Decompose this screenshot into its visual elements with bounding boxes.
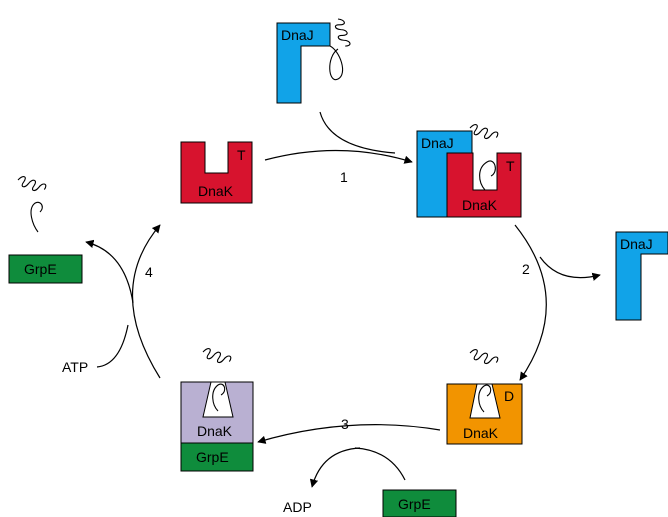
- arrow-adp-release: [309, 447, 361, 488]
- atp-label: ATP: [62, 359, 88, 375]
- dnak-adp-state: D DnaK: [446, 347, 523, 445]
- released-substrate-grpe: GrpE: [8, 174, 83, 284]
- grpe-shape-complex: [180, 442, 254, 472]
- adp-state-label: D: [504, 388, 514, 404]
- dnak-shape-atp: [180, 141, 253, 204]
- dnaj-shape-released: [615, 231, 668, 321]
- atp-state-label: T: [237, 147, 246, 163]
- grpe-shape-released: [8, 254, 83, 284]
- dnaj-released: DnaJ: [615, 231, 668, 321]
- adp-label: ADP: [283, 499, 312, 515]
- substrate-peptide-released: [15, 174, 48, 233]
- grpe-label-complex: GrpE: [196, 449, 229, 465]
- step-label-1: 1: [340, 169, 348, 185]
- arrow-step-1: [264, 149, 413, 164]
- arrow-step-4: [131, 224, 161, 379]
- dnak-label-atp: DnaK: [198, 183, 234, 199]
- dnak-label-grpe-complex: DnaK: [197, 423, 233, 439]
- reaction-arrows: [85, 111, 601, 488]
- dnak-grpe-complex: DnaK GrpE: [180, 346, 254, 472]
- arrow-atp-entry: [96, 324, 129, 368]
- substrate-pocket-adp: [469, 383, 501, 419]
- dnaj-dnak-complex: DnaJ T DnaK: [416, 122, 522, 218]
- dnaj-with-substrate: DnaJ: [276, 17, 351, 104]
- substrate-peptide-adp: [467, 347, 500, 413]
- arrow-dnaj-binding: [319, 111, 396, 154]
- arrow-dnaj-release: [539, 256, 601, 281]
- arrow-step-2: [514, 224, 547, 381]
- dnaj-label-complex: DnaJ: [421, 135, 454, 151]
- substrate-peptide-complex: [467, 122, 500, 191]
- grpe-shape-free: [382, 489, 457, 517]
- atp-state-label-complex: T: [506, 158, 515, 174]
- dnak-shape-complex: [446, 152, 522, 218]
- arrow-grpe-entry: [354, 447, 406, 481]
- grpe-label-free: GrpE: [398, 496, 431, 512]
- arrow-step-3: [257, 424, 441, 444]
- dnak-label-adp: DnaK: [463, 425, 499, 441]
- grpe-free: GrpE: [382, 489, 457, 517]
- substrate-peptide-grpe-complex: [200, 346, 233, 412]
- arrow-substrate-release: [85, 239, 134, 304]
- grpe-label-released: GrpE: [24, 261, 57, 277]
- dnak-atp-state: T DnaK: [180, 141, 253, 204]
- step-label-3: 3: [341, 416, 349, 432]
- dnaj-label-top: DnaJ: [281, 27, 314, 43]
- substrate-peptide-top: [329, 17, 351, 81]
- substrate-pocket-grpe-complex: [202, 381, 234, 418]
- step-label-2: 2: [522, 261, 530, 277]
- dnaj-label-released: DnaJ: [620, 236, 653, 252]
- dnaj-shape-top: [276, 22, 331, 104]
- dnak-label-complex: DnaK: [462, 197, 498, 213]
- step-label-4: 4: [145, 264, 153, 280]
